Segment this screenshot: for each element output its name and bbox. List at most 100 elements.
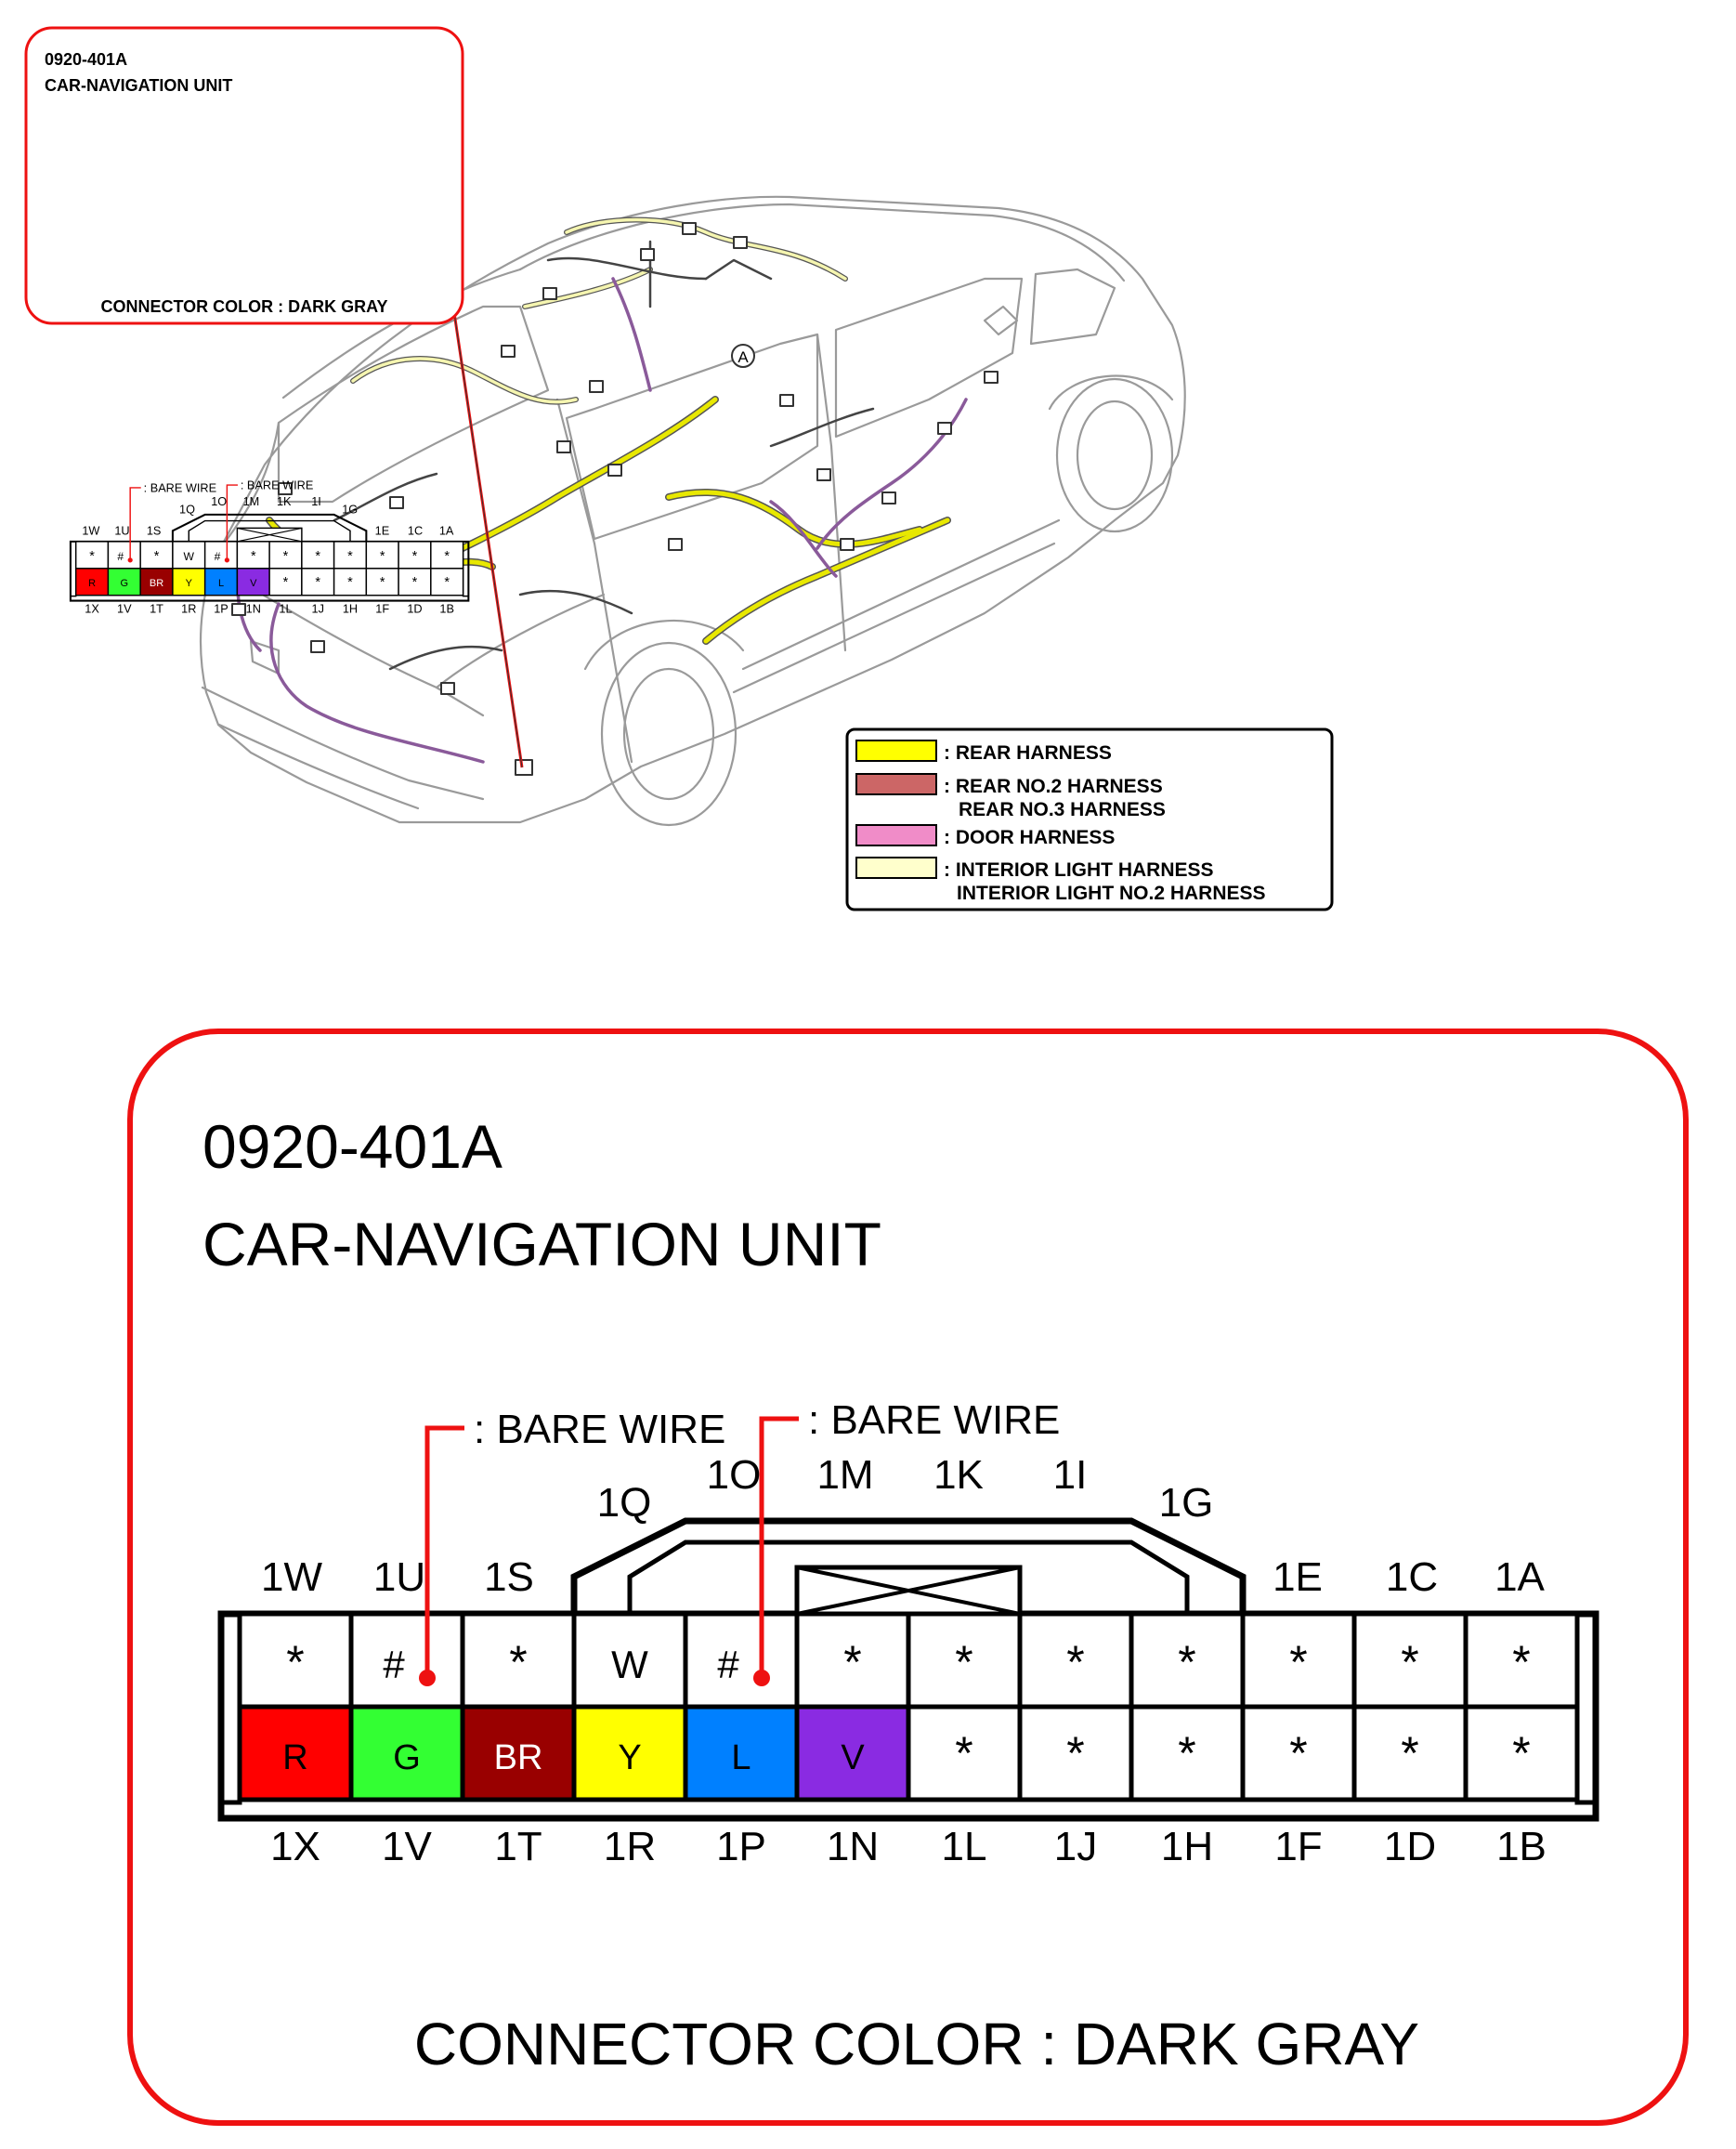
harness-legend: : REAR HARNESS : REAR NO.2 HARNESS REAR … xyxy=(845,727,1334,911)
pin-label-1X: 1X xyxy=(270,1824,320,1869)
pin-mark-1R: Y xyxy=(618,1738,641,1777)
pin-label-1U: 1U xyxy=(373,1554,425,1600)
pin-mark-1E: * xyxy=(380,549,385,564)
pin-label-1O: 1O xyxy=(211,494,227,508)
connector-hood xyxy=(171,513,368,542)
connector-hood-inner xyxy=(188,519,351,542)
pin-mark-1F: * xyxy=(380,575,385,590)
pin-label-1L: 1L xyxy=(942,1824,987,1869)
pin-cell-1F xyxy=(1240,1704,1357,1802)
pin-mark-1K: * xyxy=(955,1636,972,1688)
pin-cell-1N xyxy=(794,1704,911,1802)
pin-mark-1B: * xyxy=(444,575,450,590)
bare-wire-leader xyxy=(129,487,141,560)
connector-code: 0920-401A xyxy=(202,1112,503,1181)
marker-a xyxy=(731,344,755,368)
pin-mark-1T: BR xyxy=(150,578,163,589)
pin-cell-1B xyxy=(430,568,464,596)
pin-mark-1C: * xyxy=(412,549,418,564)
pin-label-1W: 1W xyxy=(261,1554,322,1600)
pin-mark-1P: L xyxy=(218,578,224,589)
pin-cell-1O xyxy=(683,1611,800,1710)
pin-mark-1H: * xyxy=(347,575,353,590)
pin-label-1X: 1X xyxy=(85,602,99,616)
pin-cell-1U xyxy=(348,1611,465,1710)
pin-mark-1M: * xyxy=(251,549,256,564)
inset-connector-name: CAR-NAVIGATION UNIT xyxy=(45,76,232,95)
pin-label-1T: 1T xyxy=(150,602,163,616)
pin-cell-1N xyxy=(236,568,270,596)
bare-wire-dot xyxy=(127,557,133,563)
pin-label-1P: 1P xyxy=(214,602,228,616)
pin-cell-1Q xyxy=(571,1611,688,1710)
pin-mark-1P: L xyxy=(731,1738,751,1777)
legend-swatch-rear-no2 xyxy=(855,773,937,795)
pin-label-1B: 1B xyxy=(439,602,454,616)
pin-cell-1U xyxy=(107,541,141,570)
pin-mark-1W: * xyxy=(89,549,95,564)
pin-label-1Q: 1Q xyxy=(179,502,195,516)
pin-cell-1V xyxy=(348,1704,465,1802)
pin-label-1G: 1G xyxy=(342,502,358,516)
pin-label-1S: 1S xyxy=(147,524,162,538)
pin-cell-1O xyxy=(203,541,239,570)
pin-cell-1A xyxy=(1463,1611,1580,1710)
pin-label-1T: 1T xyxy=(494,1824,542,1869)
bare-wire-leader xyxy=(424,1425,464,1678)
connector-lock-x xyxy=(237,527,302,543)
legend-label-rear-no2: : REAR NO.2 HARNESS xyxy=(944,776,1163,797)
navigation-connector-location xyxy=(515,759,533,776)
bare-wire-label: : BARE WIRE xyxy=(241,478,313,492)
pin-mark-1V: G xyxy=(393,1738,421,1777)
pin-label-1H: 1H xyxy=(1161,1824,1213,1869)
pin-cell-1W xyxy=(237,1611,354,1710)
pin-mark-1L: * xyxy=(283,575,289,590)
pin-label-1D: 1D xyxy=(407,602,422,616)
pin-mark-1M: * xyxy=(843,1636,861,1688)
pin-label-1L: 1L xyxy=(279,602,292,616)
pin-mark-1I: * xyxy=(1066,1636,1084,1688)
pin-label-1J: 1J xyxy=(312,602,324,616)
pin-label-1C: 1C xyxy=(408,524,423,538)
legend-label-rear-no3: REAR NO.3 HARNESS xyxy=(959,799,1166,820)
pin-mark-1W: * xyxy=(286,1636,304,1688)
legend-frame xyxy=(845,727,1334,911)
pin-mark-1U: # xyxy=(117,550,124,563)
legend-swatch-interior-light xyxy=(855,857,937,879)
pin-label-1V: 1V xyxy=(382,1824,432,1869)
pin-mark-1D: * xyxy=(1401,1727,1418,1779)
pin-label-1Q: 1Q xyxy=(597,1480,652,1526)
pin-mark-1J: * xyxy=(1066,1727,1084,1779)
pin-cell-1I xyxy=(1017,1611,1134,1710)
pin-mark-1U: # xyxy=(383,1643,405,1686)
pin-mark-1D: * xyxy=(412,575,418,590)
bare-wire-leader xyxy=(226,484,238,560)
pin-cell-1J xyxy=(301,568,335,596)
pin-cell-1H xyxy=(1129,1704,1246,1802)
pin-mark-1S: * xyxy=(509,1636,527,1688)
pin-mark-1F: * xyxy=(1289,1727,1307,1779)
legend-label-rear: : REAR HARNESS xyxy=(944,742,1112,764)
inset-frame xyxy=(24,26,464,325)
pin-label-1W: 1W xyxy=(82,524,99,538)
pin-cell-1T xyxy=(139,568,174,596)
pin-label-1K: 1K xyxy=(277,494,292,508)
pin-mark-1G: * xyxy=(1178,1636,1195,1688)
bare-wire-label: : BARE WIRE xyxy=(144,481,216,495)
connector-inset-callout: 0920-401A CAR-NAVIGATION UNIT *#*W#*****… xyxy=(24,26,470,616)
pin-mark-1Q: W xyxy=(611,1643,648,1686)
bare-wire-leader xyxy=(759,1416,799,1678)
legend-swatch-rear xyxy=(855,740,937,762)
pin-mark-1C: * xyxy=(1401,1636,1418,1688)
connector-color: CONNECTOR COLOR : DARK GRAY xyxy=(414,2011,1419,2077)
pin-mark-1H: * xyxy=(1178,1727,1195,1779)
pin-label-1P: 1P xyxy=(716,1824,766,1869)
pin-mark-1O: # xyxy=(717,1643,739,1686)
pin-mark-1S: * xyxy=(154,549,160,564)
pin-mark-1T: BR xyxy=(494,1738,543,1777)
pin-cell-1M xyxy=(794,1611,911,1710)
pin-label-1N: 1N xyxy=(827,1824,879,1869)
pin-label-1R: 1R xyxy=(181,602,196,616)
pin-label-1D: 1D xyxy=(1384,1824,1436,1869)
